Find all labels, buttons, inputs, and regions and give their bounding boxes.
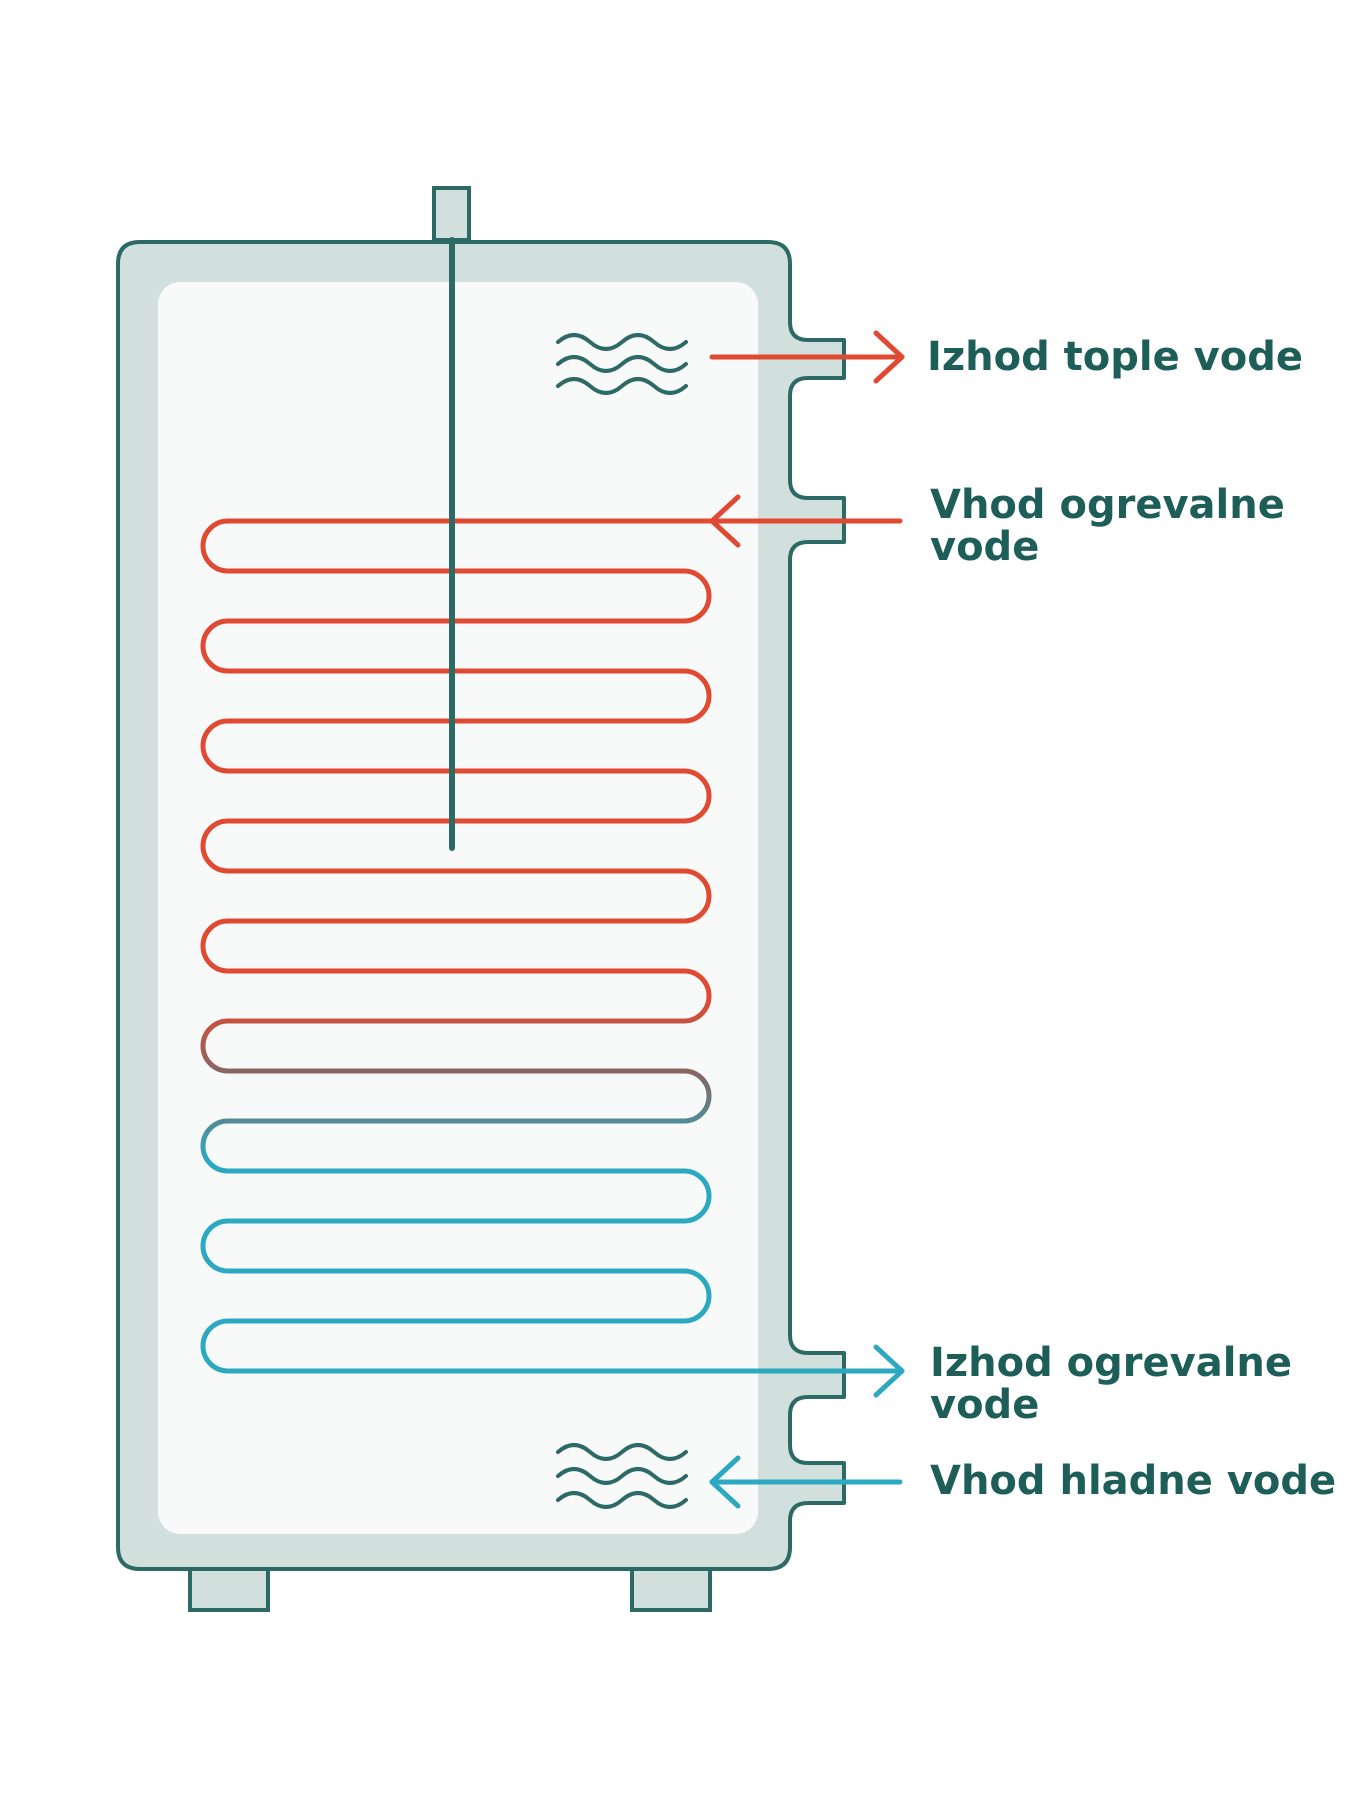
arrow-right-icon — [873, 330, 905, 384]
label-heating-water-in: Vhod ogrevalne vode — [930, 484, 1285, 568]
label-hot-water-out: Izhod tople vode — [927, 334, 1303, 380]
arrow-left-icon — [709, 494, 741, 548]
label-heating-water-out-line1: Izhod ogrevalne — [930, 1340, 1293, 1386]
heating-coil — [200, 518, 905, 1374]
tank-interior — [158, 282, 758, 1534]
label-heating-water-in-line2: vode — [930, 524, 1040, 570]
label-heating-water-out-line2: vode — [930, 1382, 1040, 1428]
label-heating-water-in-line1: Vhod ogrevalne — [930, 482, 1285, 528]
top-pipe-stub — [432, 186, 471, 242]
label-cold-water-in: Vhod hladne vode — [930, 1458, 1337, 1504]
pipe-stub-mask — [846, 330, 866, 1520]
arrow-left-icon — [709, 1455, 741, 1509]
waves-icon — [556, 333, 688, 395]
arrow-right-icon — [873, 1344, 905, 1398]
label-heating-water-out: Izhod ogrevalne vode — [930, 1342, 1292, 1426]
waves-icon — [556, 1443, 688, 1509]
